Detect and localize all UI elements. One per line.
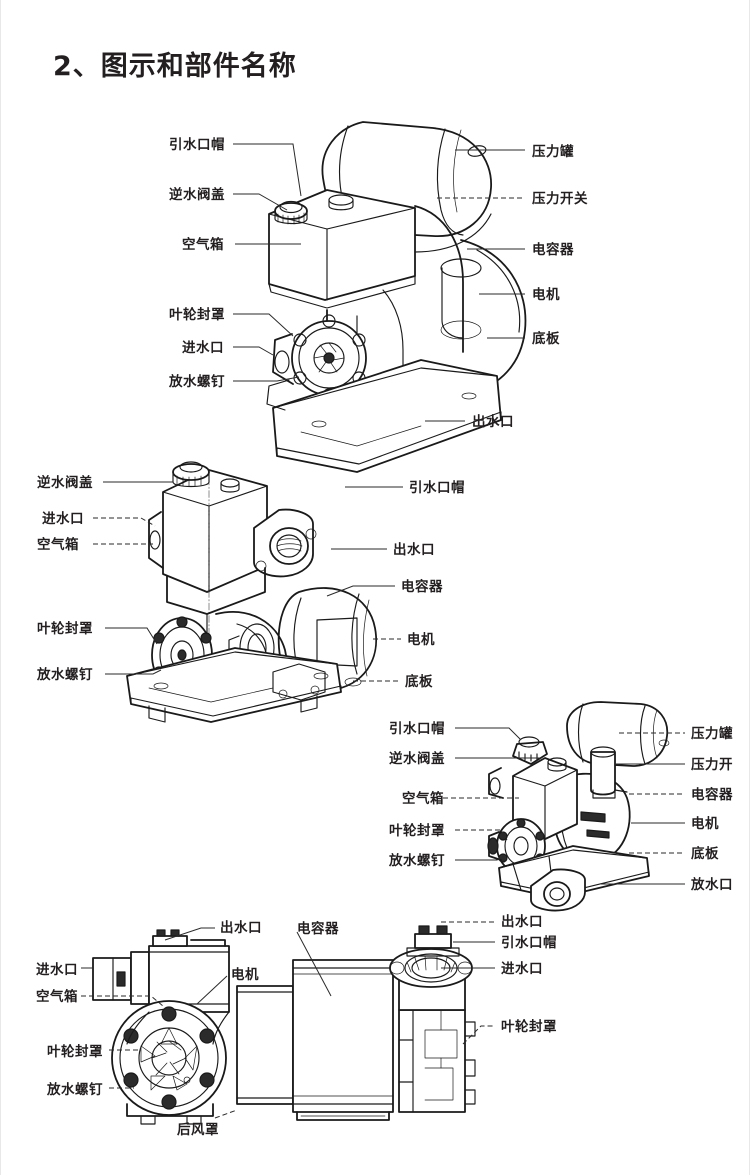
label-diban-2: 底板 bbox=[405, 674, 433, 690]
label-chushuikou-4r: 出水口 bbox=[501, 914, 543, 930]
label-fangshuikou-3: 放水口 bbox=[691, 877, 733, 893]
label-yaliguan: 压力罐 bbox=[532, 144, 574, 160]
label-yelunfengzhao-3: 叶轮封罩 bbox=[389, 823, 445, 839]
label-yinshuikoumao-4: 引水口帽 bbox=[501, 935, 557, 951]
page-title: 2、图示和部件名称 bbox=[53, 51, 297, 82]
figure-2-drawing bbox=[93, 461, 403, 723]
label-jinshuikou-4r: 进水口 bbox=[501, 961, 543, 977]
label-dianji-3: 电机 bbox=[691, 816, 719, 832]
label-kongqixiang-4: 空气箱 bbox=[36, 989, 78, 1005]
label-chushuikou: 出水口 bbox=[472, 414, 514, 430]
label-yinshuikoumao: 引水口帽 bbox=[169, 137, 225, 153]
label-diangongqi-3: 电容器 bbox=[691, 787, 733, 803]
label-yelunfengzhao-4r: 叶轮封罩 bbox=[501, 1019, 557, 1035]
label-jinshuikou: 进水口 bbox=[182, 340, 224, 356]
label-fangshuiluoding: 放水螺钉 bbox=[169, 374, 225, 390]
label-jinshuikou-2: 进水口 bbox=[42, 511, 84, 527]
label-kongqixiang-3: 空气箱 bbox=[402, 791, 444, 807]
label-kongqixiang-2: 空气箱 bbox=[37, 537, 79, 553]
label-yinshuikoumao-3: 引水口帽 bbox=[389, 721, 445, 737]
label-nishuifagai-3: 逆水阀盖 bbox=[389, 751, 445, 767]
label-yelunfengzhao: 叶轮封罩 bbox=[169, 307, 225, 323]
label-fangshuiluoding-2: 放水螺钉 bbox=[37, 667, 93, 683]
label-dianji-2: 电机 bbox=[407, 632, 435, 648]
label-dianji-4: 电机 bbox=[231, 967, 259, 983]
label-diangongqi: 电容器 bbox=[532, 242, 574, 258]
label-nishuifagai-2: 逆水阀盖 bbox=[37, 475, 93, 491]
label-jinshuikou-4: 进水口 bbox=[36, 962, 78, 978]
label-nishuifagai: 逆水阀盖 bbox=[169, 187, 225, 203]
label-houfengzhao-4: 后风罩 bbox=[177, 1122, 219, 1138]
figure-3-drawing bbox=[443, 701, 685, 912]
figure-4-drawing bbox=[81, 921, 495, 1125]
label-yaliguan-3: 压力罐 bbox=[691, 726, 733, 742]
label-yinshuikoumao-2: 引水口帽 bbox=[409, 480, 465, 496]
label-diban: 底板 bbox=[532, 331, 560, 347]
label-diban-3: 底板 bbox=[691, 846, 719, 862]
label-chushuikou-2: 出水口 bbox=[393, 542, 435, 558]
label-yalikaiguan: 压力开关 bbox=[532, 191, 588, 207]
label-diangongqi-4: 电容器 bbox=[297, 921, 339, 937]
label-kongqixiang: 空气箱 bbox=[182, 237, 224, 253]
label-yelunfengzhao-4: 叶轮封罩 bbox=[47, 1044, 103, 1060]
label-chushuikou-4: 出水口 bbox=[220, 920, 262, 936]
label-fangshuiluoding-4: 放水螺钉 bbox=[47, 1082, 103, 1098]
label-fangshuiluoding-3: 放水螺钉 bbox=[389, 853, 445, 869]
label-yelunfengzhao-2: 叶轮封罩 bbox=[37, 621, 93, 637]
label-diangongqi-2: 电容器 bbox=[401, 579, 443, 595]
label-yalikai-3: 压力开 bbox=[691, 757, 733, 773]
label-dianji: 电机 bbox=[532, 287, 560, 303]
